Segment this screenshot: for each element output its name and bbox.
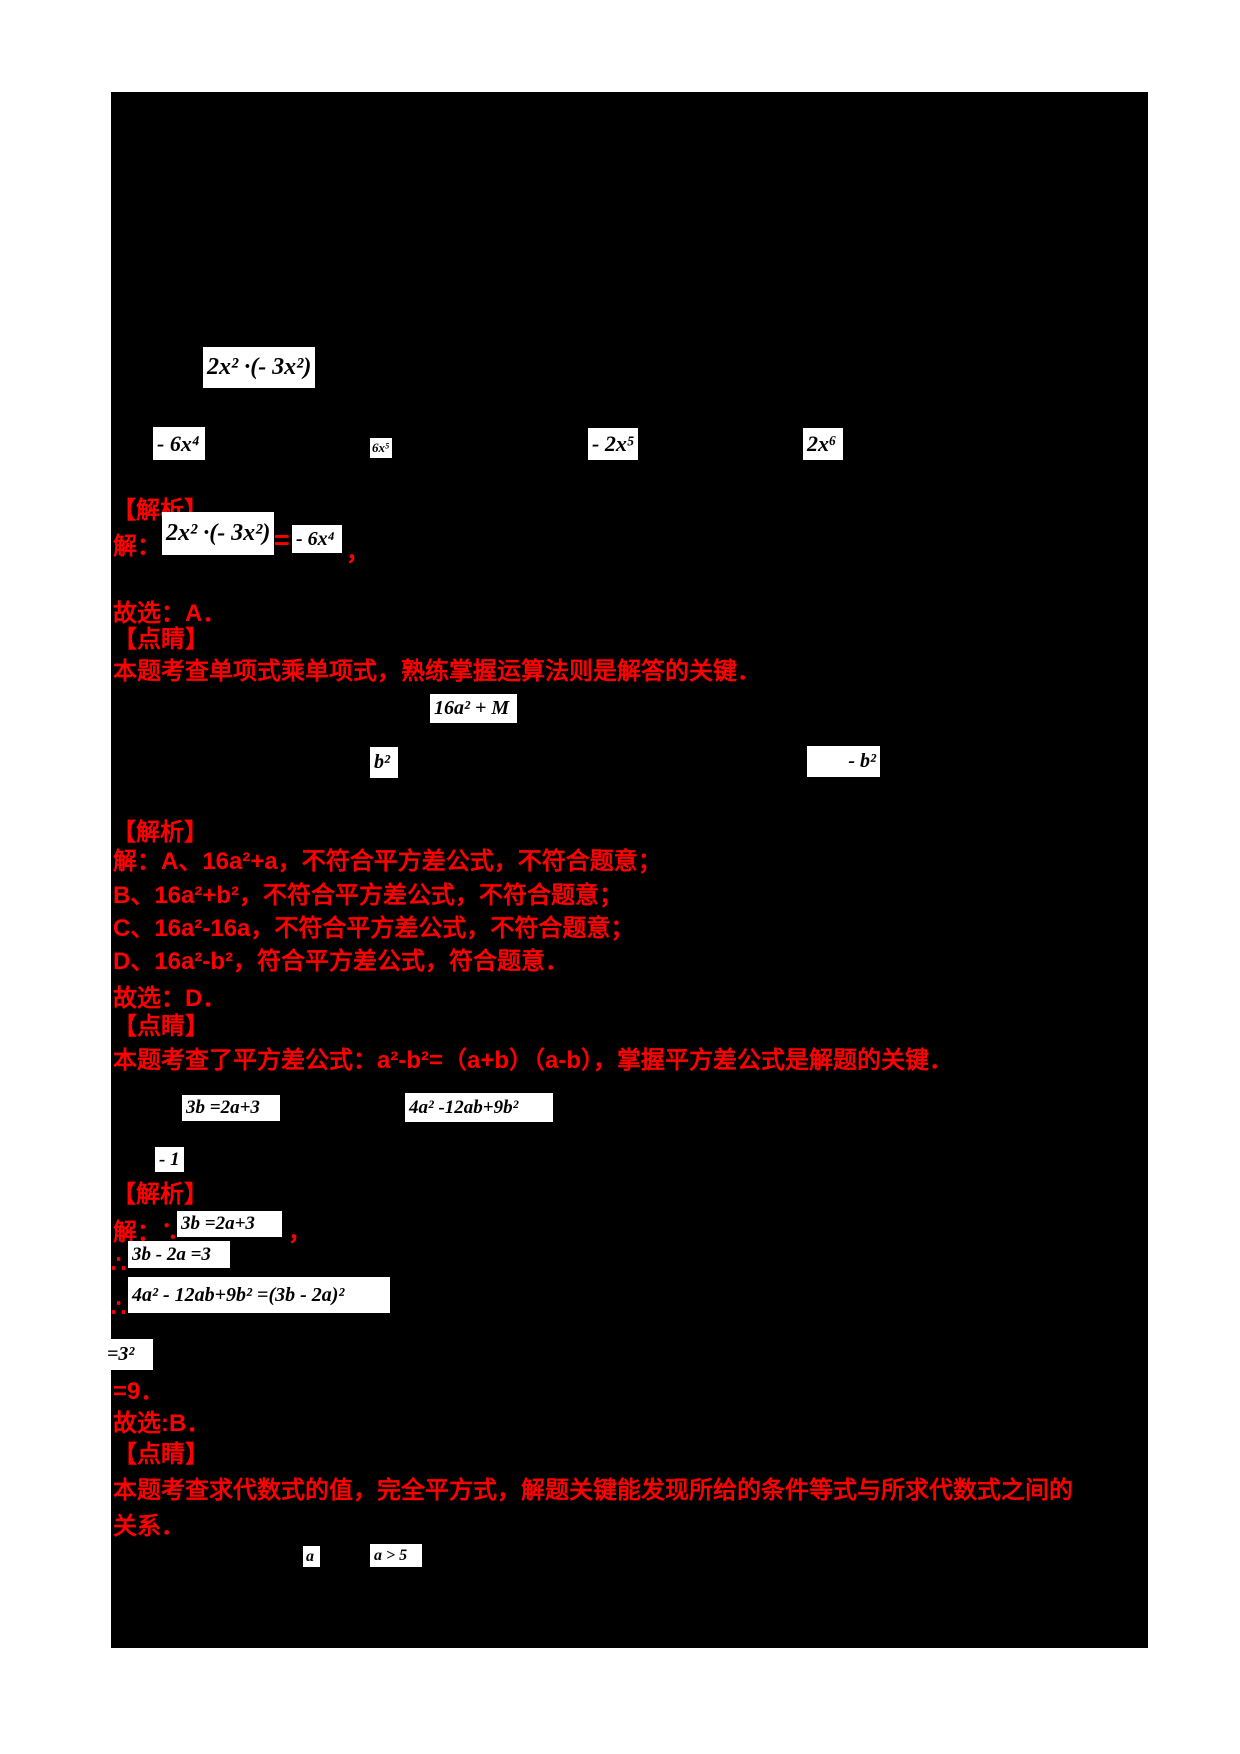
q1-equals-sign: = bbox=[274, 525, 290, 555]
q3-step4-box: =3² bbox=[103, 1339, 153, 1370]
q3-given-box: 3b =2a+3 bbox=[182, 1095, 280, 1121]
q3-therefore2-sign: ∴ bbox=[111, 1251, 127, 1278]
q1-comma: ， bbox=[346, 539, 370, 566]
q4-variable-box: a bbox=[303, 1546, 320, 1567]
q3-target-box: 4a² -12ab+9b² bbox=[405, 1093, 553, 1122]
q3-option-box: - 1 bbox=[155, 1147, 184, 1172]
q2-line-b: B、16a²+b²，不符合平方差公式，不符合题意； bbox=[113, 882, 624, 909]
q3-tip-text-line2: 关系． bbox=[113, 1513, 185, 1540]
q3-analysis-label: 【解析】 bbox=[112, 1181, 208, 1208]
q3-therefore3-sign: ∴ bbox=[111, 1295, 127, 1322]
q3-step3-box: 4a² - 12ab+9b² =(3b - 2a)² bbox=[128, 1277, 390, 1313]
q1-work-right-box: - 6x⁴ bbox=[292, 525, 342, 553]
q3-step2-box: 3b - 2a =3 bbox=[128, 1241, 230, 1268]
q1-option-a-box: - 6x⁴ bbox=[153, 427, 205, 460]
q2-expression-box: 16a² + M bbox=[430, 694, 517, 723]
q1-expression-box: 2x² ·(- 3x²) bbox=[203, 347, 316, 388]
q3-comma: ， bbox=[288, 1219, 312, 1246]
q4-condition-box: a > 5 bbox=[370, 1544, 422, 1567]
q3-step5-line: =9． bbox=[113, 1378, 165, 1405]
q1-tip-label: 【点睛】 bbox=[113, 626, 209, 653]
q1-work-left-box: 2x² ·(- 3x²) bbox=[162, 512, 275, 555]
q2-line-d: D、16a²-b²，符合平方差公式，符合题意． bbox=[113, 948, 570, 975]
q2-line-c: C、16a²-16a，不符合平方差公式，不符合题意； bbox=[113, 915, 635, 942]
q2-line-a: 解：A、16a²+a，不符合平方差公式，不符合题意； bbox=[113, 848, 662, 875]
q3-choice-line: 故选:B． bbox=[113, 1410, 211, 1437]
q3-step1-box: 3b =2a+3 bbox=[177, 1211, 282, 1237]
q2-analysis-label: 【解析】 bbox=[112, 819, 208, 846]
q2-tip-label: 【点睛】 bbox=[113, 1013, 209, 1040]
q1-choice-line: 故选：A． bbox=[113, 600, 227, 627]
q1-option-b-box: 6x⁵ bbox=[370, 438, 392, 458]
q1-option-c-box: - 2x⁵ bbox=[588, 428, 639, 460]
q1-option-d-box: 2x⁶ bbox=[803, 428, 843, 460]
q3-tip-label: 【点睛】 bbox=[113, 1441, 209, 1468]
q2-tip-text: 本题考查了平方差公式：a²-b²=（a+b）（a-b），掌握平方差公式是解题的关… bbox=[113, 1047, 954, 1074]
q1-solve-prefix: 解： bbox=[113, 533, 161, 560]
q2-choice-line: 故选：D． bbox=[113, 985, 227, 1012]
q2-option-b-box: b² bbox=[370, 747, 398, 778]
q2-option-d-box: - b² bbox=[807, 746, 880, 777]
q3-tip-text-line1: 本题考查求代数式的值，完全平方式，解题关键能发现所给的条件等式与所求代数式之间的 bbox=[113, 1477, 1073, 1504]
q1-tip-text: 本题考查单项式乘单项式，熟练掌握运算法则是解答的关键． bbox=[113, 658, 761, 685]
